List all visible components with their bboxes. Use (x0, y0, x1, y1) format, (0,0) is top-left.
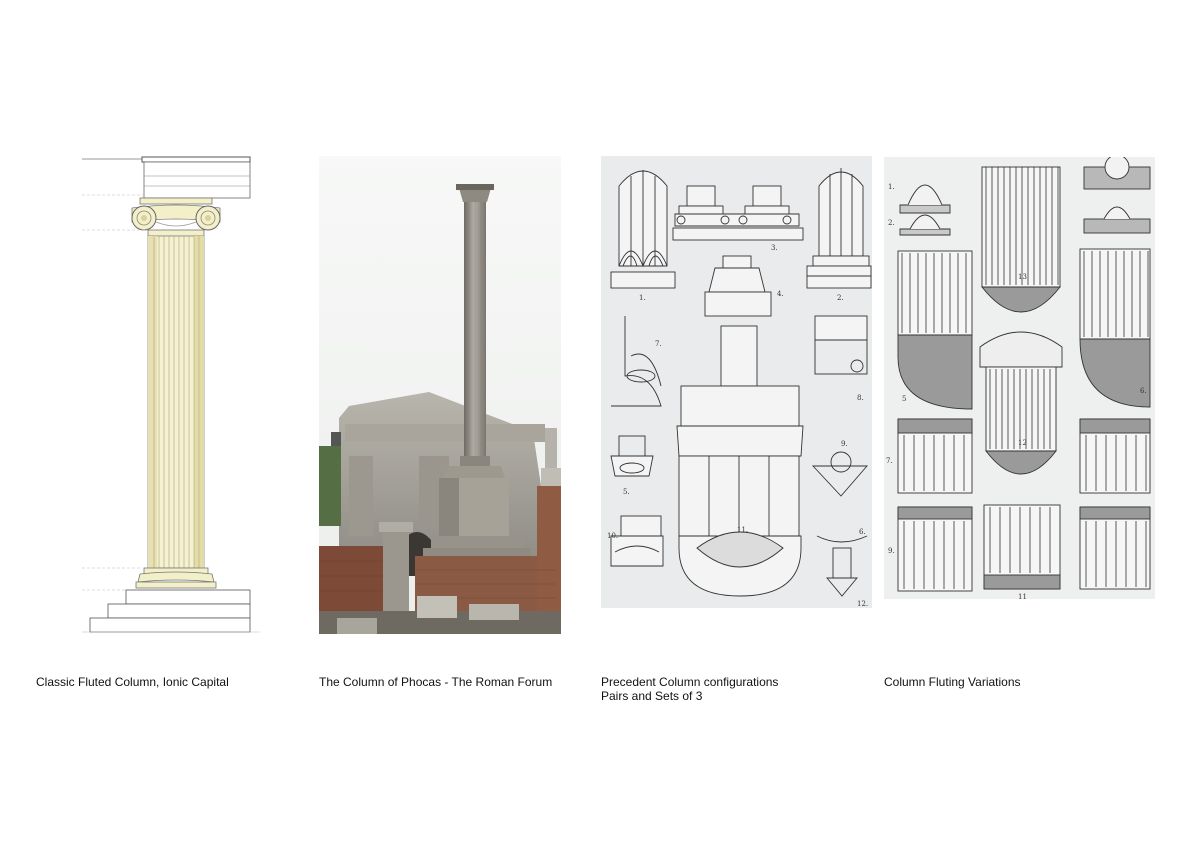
caption-line: The Column of Phocas - The Roman Forum (319, 675, 553, 689)
ionic-column-illustration (82, 156, 260, 633)
fig-num-6: 6. (859, 528, 866, 536)
caption-line-2: Pairs and Sets of 3 (601, 689, 703, 703)
fluting-variations-engraving: 1. 2. 13 5 6. 7. 12 9. 11 (886, 157, 1151, 599)
flute-fig-num-6: 6. (1140, 387, 1147, 395)
roman-forum-photo (319, 156, 561, 634)
caption-precedent-configurations: Precedent Column configurations Pairs an… (601, 675, 778, 703)
flute-fig-num-13: 13 (1018, 273, 1027, 281)
column-fluting-variations: 1. 2. 13 5 6. 7. 12 9. 11 (884, 157, 1155, 599)
fig-num-7: 7. (655, 340, 662, 348)
fig-num-10: 10. (607, 532, 618, 540)
caption-fluting-variations: Column Fluting Variations (884, 675, 1021, 689)
ionic-column-drawing (82, 156, 262, 636)
flute-fig-num-7: 7. (886, 457, 893, 465)
fig-num-4: 4. (777, 290, 784, 298)
caption-line-1: Precedent Column configurations (601, 675, 779, 689)
flute-fig-num-11: 11 (1018, 593, 1027, 599)
flute-fig-num-12: 12 (1018, 439, 1027, 447)
precedent-column-configurations: 1. 3. 2. 4. 7. 11. 8. 5. 9. 10. 6. 12. (601, 156, 872, 608)
fig-num-8: 8. (857, 394, 864, 402)
column-configurations-engraving: 1. 3. 2. 4. 7. 11. 8. 5. 9. 10. 6. 12. (607, 168, 872, 608)
fig-num-2: 2. (837, 294, 844, 302)
flute-fig-num-1: 1. (888, 183, 895, 191)
caption-line: Column Fluting Variations (884, 675, 1021, 689)
caption-column-of-phocas: The Column of Phocas - The Roman Forum (319, 675, 552, 689)
fig-num-9: 9. (841, 440, 848, 448)
fig-num-3: 3. (771, 244, 778, 252)
fig-num-11: 11. (737, 526, 748, 534)
flute-fig-num-2: 2. (888, 219, 895, 227)
fig-num-12: 12. (857, 600, 868, 608)
caption-ionic-column: Classic Fluted Column, Ionic Capital (36, 675, 229, 689)
flute-fig-num-9: 9. (888, 547, 895, 555)
fig-num-1: 1. (639, 294, 646, 302)
caption-line: Classic Fluted Column, Ionic Capital (36, 675, 229, 689)
flute-fig-num-5: 5 (902, 395, 906, 403)
fig-num-5: 5. (623, 488, 630, 496)
column-of-phocas-photo (319, 156, 561, 634)
